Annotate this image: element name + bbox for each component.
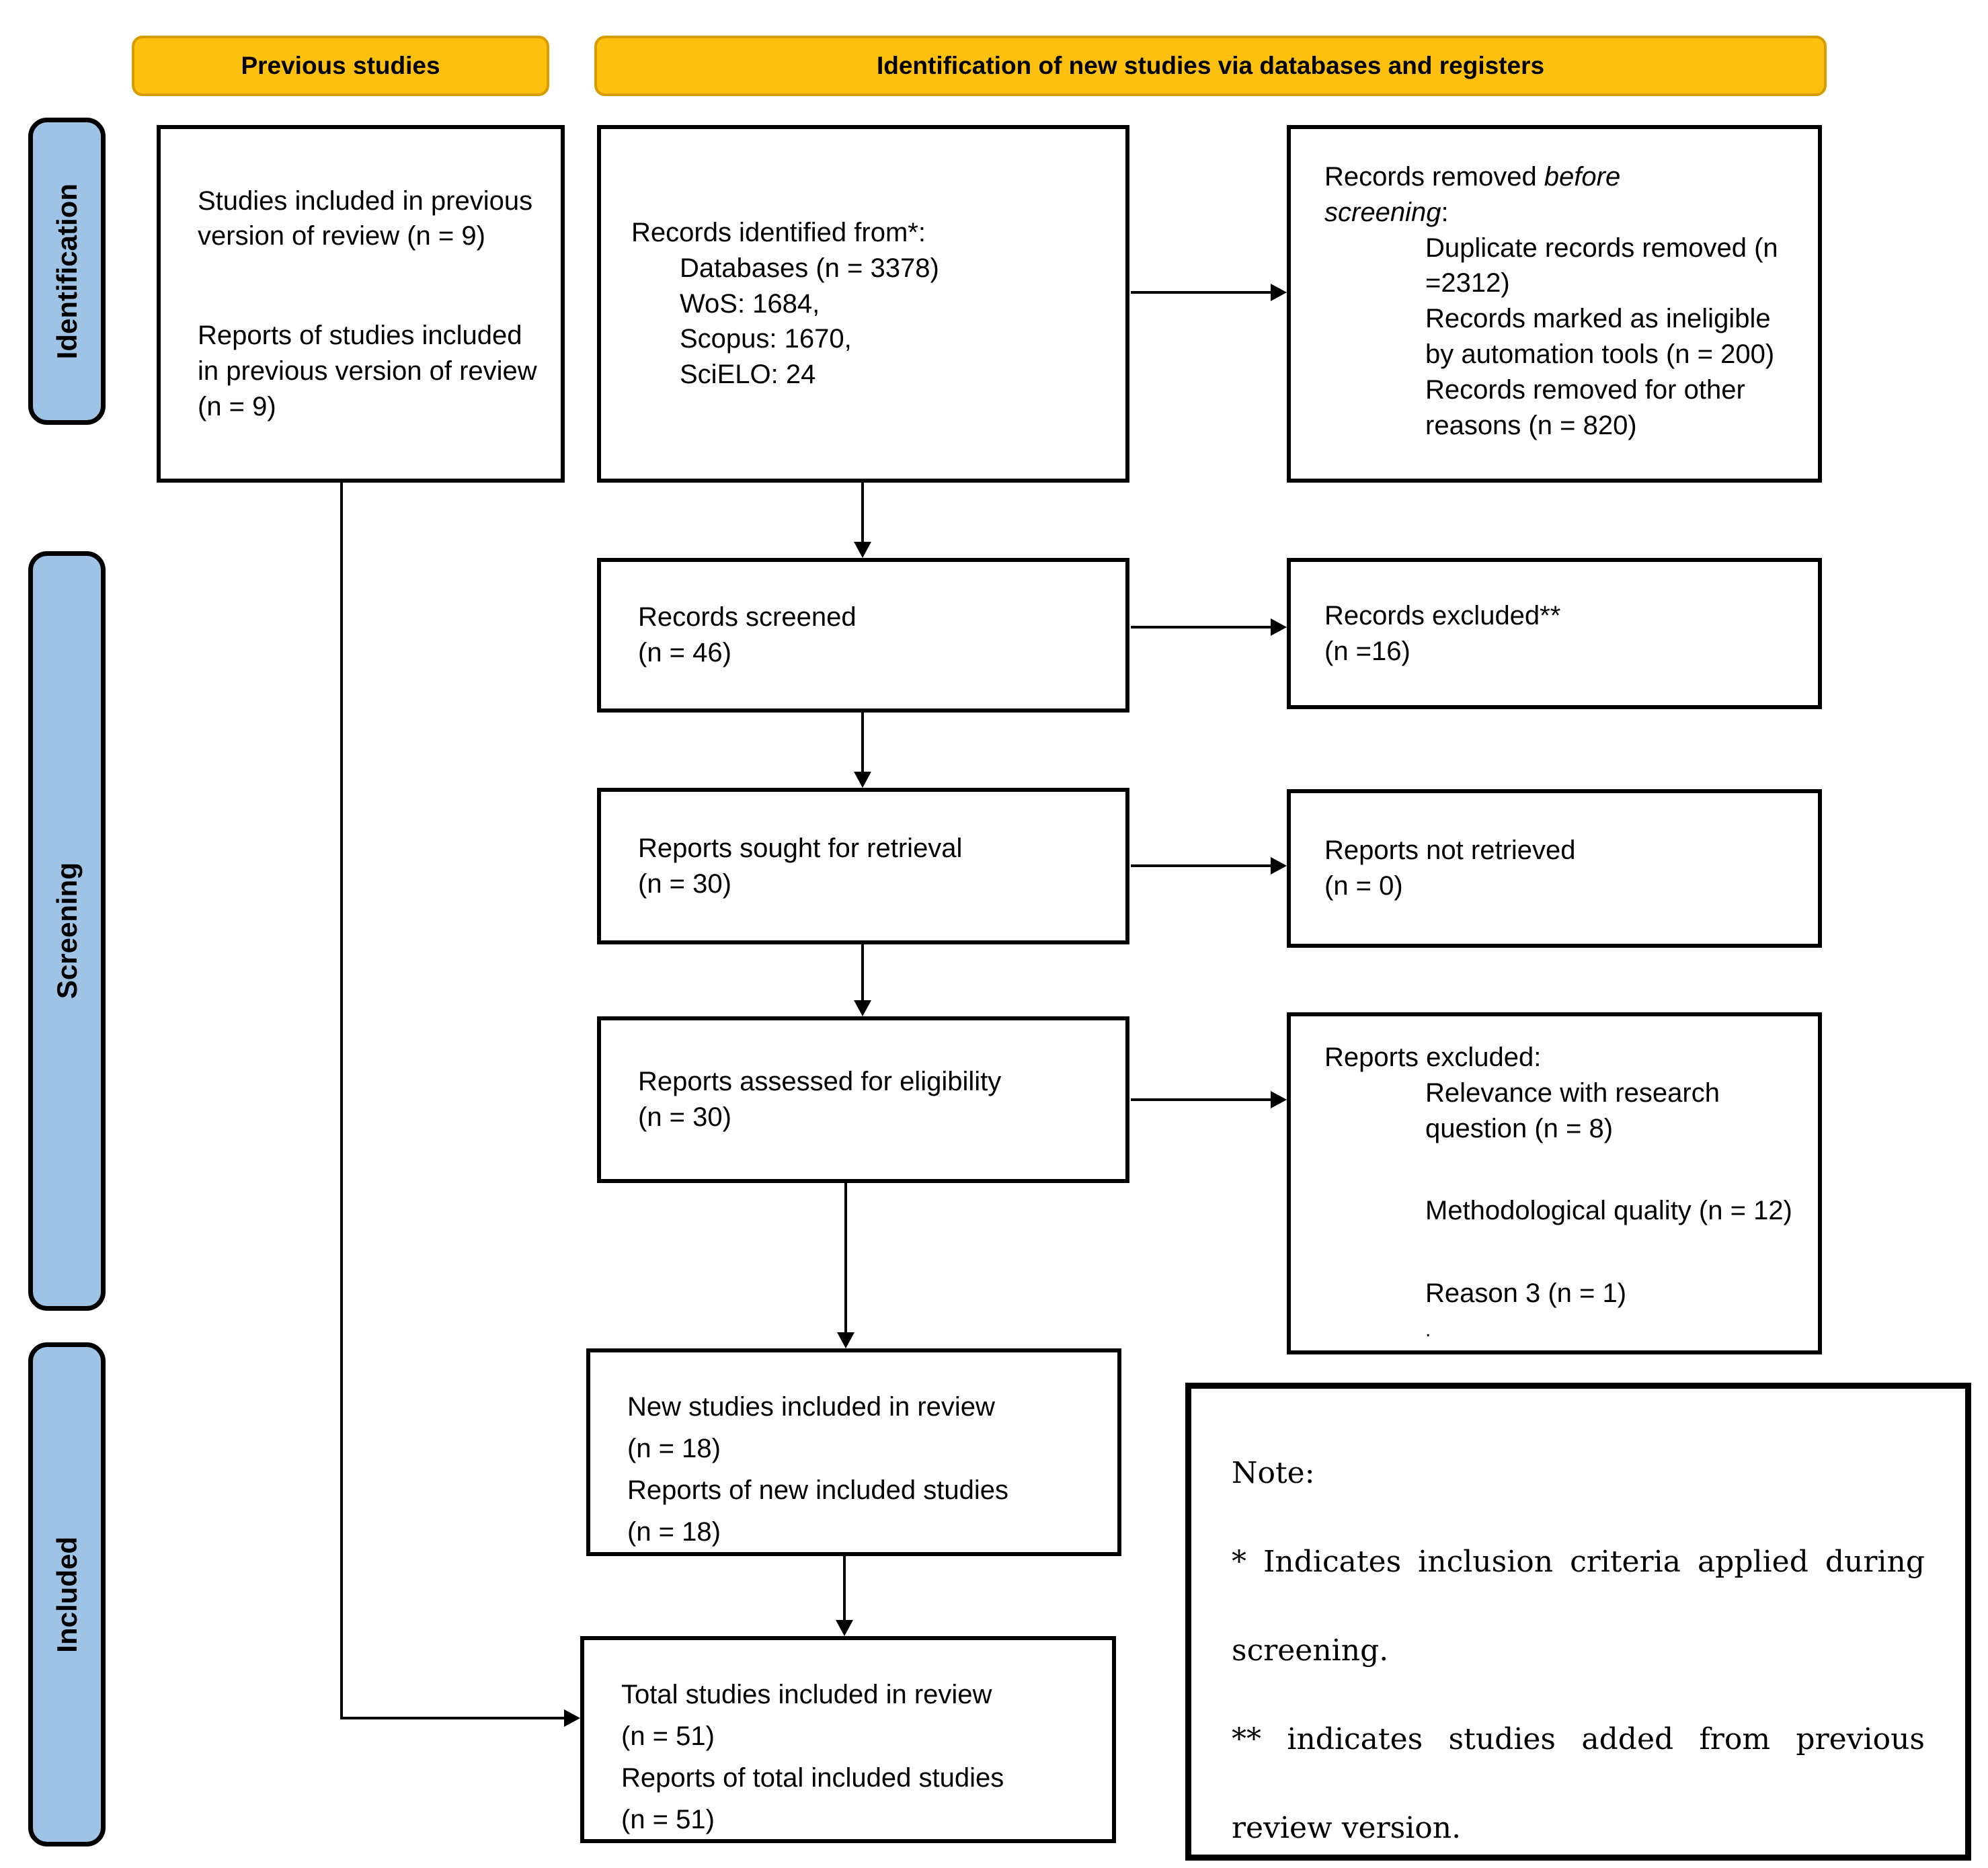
arrow-new-to-total-line <box>843 1556 846 1620</box>
reports-sought-line1: Reports sought for retrieval <box>638 833 963 863</box>
arrow-screened-to-sought-head <box>854 772 871 788</box>
note-line2: * Indicates inclusion criteria applied d… <box>1232 1545 1925 1668</box>
note-line3: ** indicates studies added from previous… <box>1232 1722 1925 1845</box>
arrow-sought-to-not-retrieved-line <box>1131 864 1271 867</box>
box-reports-sought: Reports sought for retrieval (n = 30) <box>597 788 1129 944</box>
new-studies-line: (n = 18) <box>627 1434 721 1463</box>
header-previous-studies-label: Previous studies <box>241 52 440 79</box>
reports-excluded-item: Reason 3 (n = 1) <box>1425 1278 1627 1309</box>
reports-not-retrieved-line2: (n = 0) <box>1324 871 1403 901</box>
arrow-previous-to-total-horizontal-line <box>340 1717 564 1719</box>
records-excluded-line1: Records excluded** <box>1324 600 1561 631</box>
header-identification-new-studies-label: Identification of new studies via databa… <box>876 52 1545 79</box>
arrow-assessed-to-new-head <box>837 1332 854 1348</box>
records-removed-item: Records marked as ineligible by automati… <box>1425 304 1775 369</box>
total-studies-line: (n = 51) <box>621 1721 715 1751</box>
box-records-removed: Records removed before screening: Duplic… <box>1287 125 1822 483</box>
records-removed-title-suffix: : <box>1441 197 1449 227</box>
records-identified-item: SciELO: 24 <box>680 360 816 390</box>
box-previous-studies: Studies included in previous version of … <box>157 125 565 483</box>
box-records-identified: Records identified from*: Databases (n =… <box>597 125 1129 483</box>
box-reports-excluded: Reports excluded: Relevance with researc… <box>1287 1012 1822 1354</box>
arrow-identified-to-screened-line <box>861 483 864 542</box>
records-removed-title-prefix: Records removed <box>1324 162 1544 192</box>
stage-included-label: Included <box>50 1536 83 1653</box>
arrow-sought-to-assessed-line <box>861 944 864 1000</box>
reports-excluded-item: Relevance with research question (n = 8) <box>1425 1078 1720 1143</box>
records-removed-item: Records removed for other reasons (n = 8… <box>1425 374 1745 440</box>
arrow-assessed-to-reports-excluded-head <box>1271 1091 1287 1108</box>
reports-assessed-line1: Reports assessed for eligibility <box>638 1067 1002 1097</box>
reports-assessed-line2: (n = 30) <box>638 1102 731 1132</box>
records-removed-title-italic: before screening <box>1324 162 1621 227</box>
records-identified-item: WoS: 1684, <box>680 288 820 319</box>
previous-studies-para1: Studies included in previous version of … <box>198 186 533 251</box>
arrow-identified-to-screened-head <box>854 542 871 558</box>
previous-studies-para2: Reports of studies included in previous … <box>198 321 537 421</box>
total-studies-line: Total studies included in review <box>621 1680 992 1709</box>
note-line1: Note: <box>1232 1456 1315 1490</box>
header-previous-studies: Previous studies <box>132 36 549 96</box>
reports-excluded-title: Reports excluded: <box>1324 1043 1542 1072</box>
box-reports-not-retrieved: Reports not retrieved (n = 0) <box>1287 789 1822 948</box>
arrow-assessed-to-new-line <box>844 1183 847 1332</box>
header-identification-new-studies: Identification of new studies via databa… <box>594 36 1827 96</box>
records-identified-item: Scopus: 1670, <box>680 324 852 354</box>
arrow-screened-to-excluded-head <box>1271 618 1287 636</box>
arrow-previous-to-total-head <box>564 1709 580 1727</box>
box-records-excluded: Records excluded** (n =16) <box>1287 558 1822 709</box>
reports-excluded-stray-period: . <box>1425 1318 1431 1341</box>
records-screened-line1: Records screened <box>638 602 857 633</box>
arrow-screened-to-excluded-line <box>1131 626 1271 628</box>
arrow-sought-to-not-retrieved-head <box>1271 857 1287 875</box>
arrow-sought-to-assessed-head <box>854 1000 871 1016</box>
arrow-identified-to-removed-line <box>1131 291 1271 294</box>
stage-screening: Screening <box>28 551 106 1311</box>
stage-identification-label: Identification <box>50 183 83 360</box>
box-new-studies-included: New studies included in review (n = 18) … <box>586 1348 1121 1556</box>
stage-included: Included <box>28 1342 106 1846</box>
arrow-assessed-to-reports-excluded-line <box>1131 1098 1271 1101</box>
note-box: Note: * Indicates inclusion criteria app… <box>1185 1383 1971 1861</box>
new-studies-line: (n = 18) <box>627 1517 721 1547</box>
reports-sought-line2: (n = 30) <box>638 868 731 899</box>
total-studies-line: Reports of total included studies <box>621 1763 1004 1793</box>
arrow-previous-to-total-vertical-line <box>340 483 343 1719</box>
arrow-new-to-total-head <box>836 1620 853 1636</box>
total-studies-line: (n = 51) <box>621 1805 715 1834</box>
reports-not-retrieved-line1: Reports not retrieved <box>1324 836 1576 866</box>
box-total-studies-included: Total studies included in review (n = 51… <box>580 1636 1116 1843</box>
new-studies-line: Reports of new included studies <box>627 1475 1008 1505</box>
records-identified-title: Records identified from*: <box>631 218 926 247</box>
records-removed-title: Records removed before screening: <box>1324 159 1728 231</box>
reports-excluded-item: Methodological quality (n = 12) <box>1425 1196 1792 1226</box>
arrow-screened-to-sought-line <box>861 713 864 772</box>
stage-screening-label: Screening <box>50 862 83 1000</box>
box-reports-assessed: Reports assessed for eligibility (n = 30… <box>597 1016 1129 1183</box>
new-studies-line: New studies included in review <box>627 1392 995 1422</box>
records-removed-item: Duplicate records removed (n =2312) <box>1425 233 1778 298</box>
arrow-identified-to-removed-head <box>1271 284 1287 301</box>
records-identified-item: Databases (n = 3378) <box>680 253 939 283</box>
box-records-screened: Records screened (n = 46) <box>597 558 1129 713</box>
records-screened-line2: (n = 46) <box>638 638 731 667</box>
records-excluded-line2: (n =16) <box>1324 636 1410 666</box>
stage-identification: Identification <box>28 118 106 425</box>
